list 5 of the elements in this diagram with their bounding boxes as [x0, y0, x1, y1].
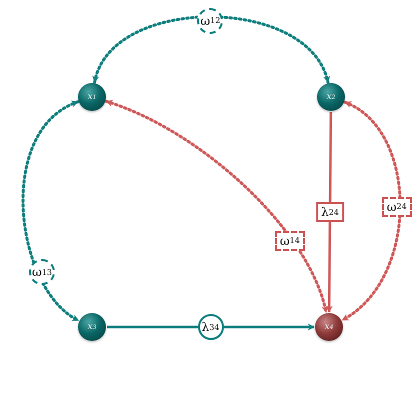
- arrow: [104, 100, 328, 314]
- arrow: [107, 324, 315, 330]
- arrow: [22, 100, 80, 322]
- arrow: [326, 112, 333, 313]
- arrow: [93, 15, 330, 84]
